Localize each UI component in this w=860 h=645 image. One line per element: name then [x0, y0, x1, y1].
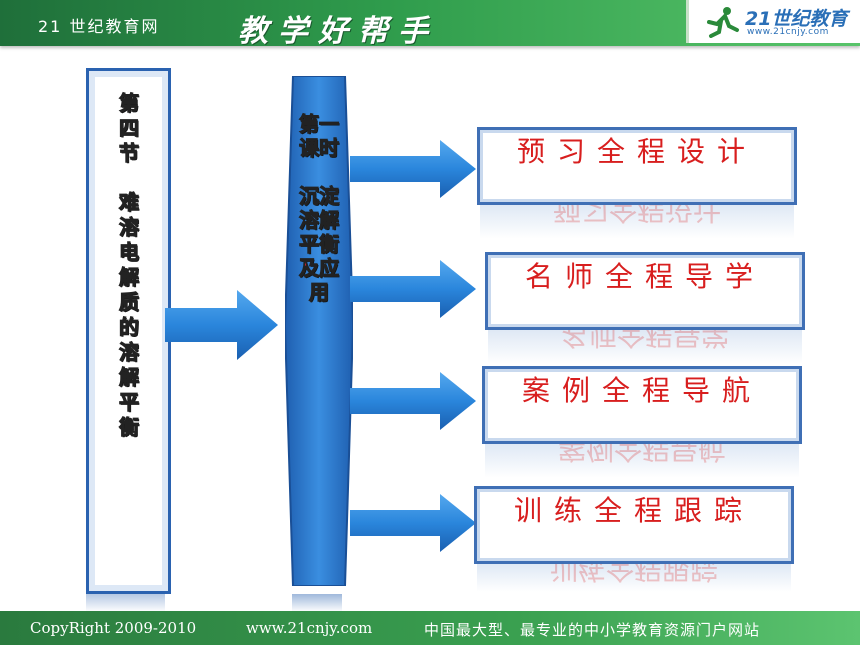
footer-website-link[interactable]: www.21cnjy.com: [246, 619, 373, 637]
section-title-box: 第四节 难溶电解质的溶解平衡: [86, 68, 171, 594]
header-bar: 21 世纪教育网 教学好帮手 21世纪教育 www.21cnjy.com: [0, 0, 860, 49]
lesson-hexagon: [285, 76, 353, 586]
logo-brand: 21世纪教育: [745, 8, 848, 30]
item-training-tracking[interactable]: 训练全程跟踪: [474, 486, 794, 564]
lesson-title-number: 第一课时: [299, 112, 340, 161]
item-label: 名师全程导学: [524, 260, 765, 293]
item-label: 案例全程导航: [521, 374, 762, 407]
copyright: CopyRight 2009-2010: [30, 619, 197, 637]
main-arrow: [165, 290, 278, 360]
arrow-to-item-4: [350, 494, 476, 552]
item-teacher-guidance[interactable]: 名师全程导学: [485, 252, 805, 330]
footer-bar: CopyRight 2009-2010 www.21cnjy.com 中国最大型…: [0, 611, 860, 645]
logo-url: www.21cnjy.com: [747, 27, 829, 37]
item-case-navigation[interactable]: 案例全程导航: [482, 366, 802, 444]
slogan: 教学好帮手: [238, 14, 438, 49]
arrow-to-item-3: [350, 372, 476, 430]
lesson-title-name: 沉淀溶解平衡及应用: [299, 184, 340, 305]
lesson-hexagon-reflection: [292, 594, 342, 612]
logo[interactable]: 21世纪教育 www.21cnjy.com: [686, 0, 860, 43]
arrow-to-item-2: [350, 260, 476, 318]
section-box-reflection: [86, 594, 165, 612]
lesson-title: 第一课时 沉淀溶解平衡及应用: [299, 112, 340, 305]
item-reflection: 预习全程设计: [480, 205, 794, 239]
item-label: 预习全程设计: [516, 135, 757, 168]
section-title-number: 第四节: [119, 91, 140, 166]
item-reflection: 训练全程跟踪: [477, 564, 791, 592]
item-reflection: 名师全程导学: [488, 330, 802, 364]
site-name: 21 世纪教育网: [38, 17, 160, 36]
footer-tagline: 中国最大型、最专业的中小学教育资源门户网站: [424, 621, 761, 639]
runner-icon: [707, 7, 739, 38]
section-title-name: 难溶电解质的溶解平衡: [119, 190, 140, 440]
item-preview-design[interactable]: 预习全程设计: [477, 127, 797, 205]
item-label: 训练全程跟踪: [513, 494, 754, 527]
item-reflection: 案例全程导航: [485, 444, 799, 478]
section-title: 第四节 难溶电解质的溶解平衡: [115, 91, 143, 440]
arrow-to-item-1: [350, 140, 476, 198]
